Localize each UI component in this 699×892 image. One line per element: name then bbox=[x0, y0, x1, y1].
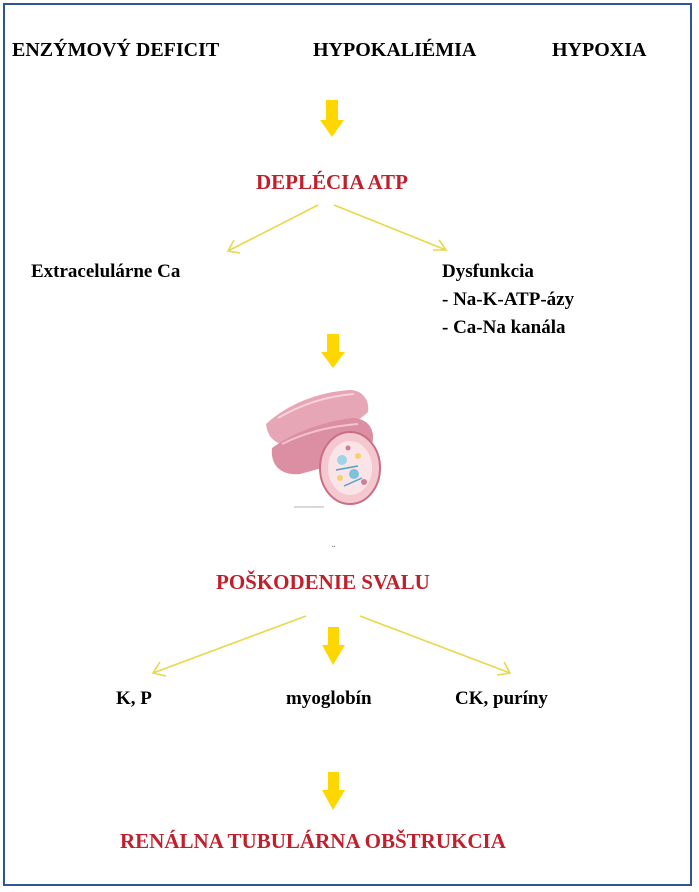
renal-tubular-obstruction-label: RENÁLNA TUBULÁRNA OBŠTRUKCIA bbox=[120, 831, 506, 852]
dysfunction-na-k-atpase: - Na-K-ATP-ázy bbox=[442, 290, 574, 309]
dysfunction-title: Dysfunkcia bbox=[442, 262, 534, 281]
muscle-damage-label: POŠKODENIE SVALU bbox=[216, 572, 430, 593]
product-ck-purines: CK, puríny bbox=[455, 689, 548, 708]
cause-hypokalemia: HYPOKALIÉMIA bbox=[313, 40, 476, 60]
down-arrow-4 bbox=[322, 772, 345, 810]
damage-arrow-right bbox=[360, 616, 510, 675]
cause-hypoxia: HYPOXIA bbox=[552, 40, 646, 60]
dysfunction-ca-na-channel: - Ca-Na kanála bbox=[442, 318, 566, 337]
damage-arrow-left bbox=[153, 616, 306, 676]
atp-depletion-label: DEPLÉCIA ATP bbox=[256, 172, 408, 193]
cause-enzyme-deficit: ENZÝMOVÝ DEFICIT bbox=[12, 40, 219, 60]
product-myoglobin: myoglobín bbox=[286, 689, 372, 708]
diaeresis-mark: ¨ bbox=[332, 546, 335, 556]
branch-arrow-left bbox=[228, 205, 318, 253]
down-arrow-3 bbox=[322, 627, 345, 665]
extracellular-ca-label: Extracelulárne Ca bbox=[31, 262, 180, 281]
muscle-fiber-illustration bbox=[258, 382, 390, 512]
down-arrow-1 bbox=[320, 100, 344, 137]
down-arrow-2 bbox=[321, 334, 345, 368]
product-k-p: K, P bbox=[116, 689, 152, 708]
branch-arrow-right bbox=[334, 205, 446, 250]
